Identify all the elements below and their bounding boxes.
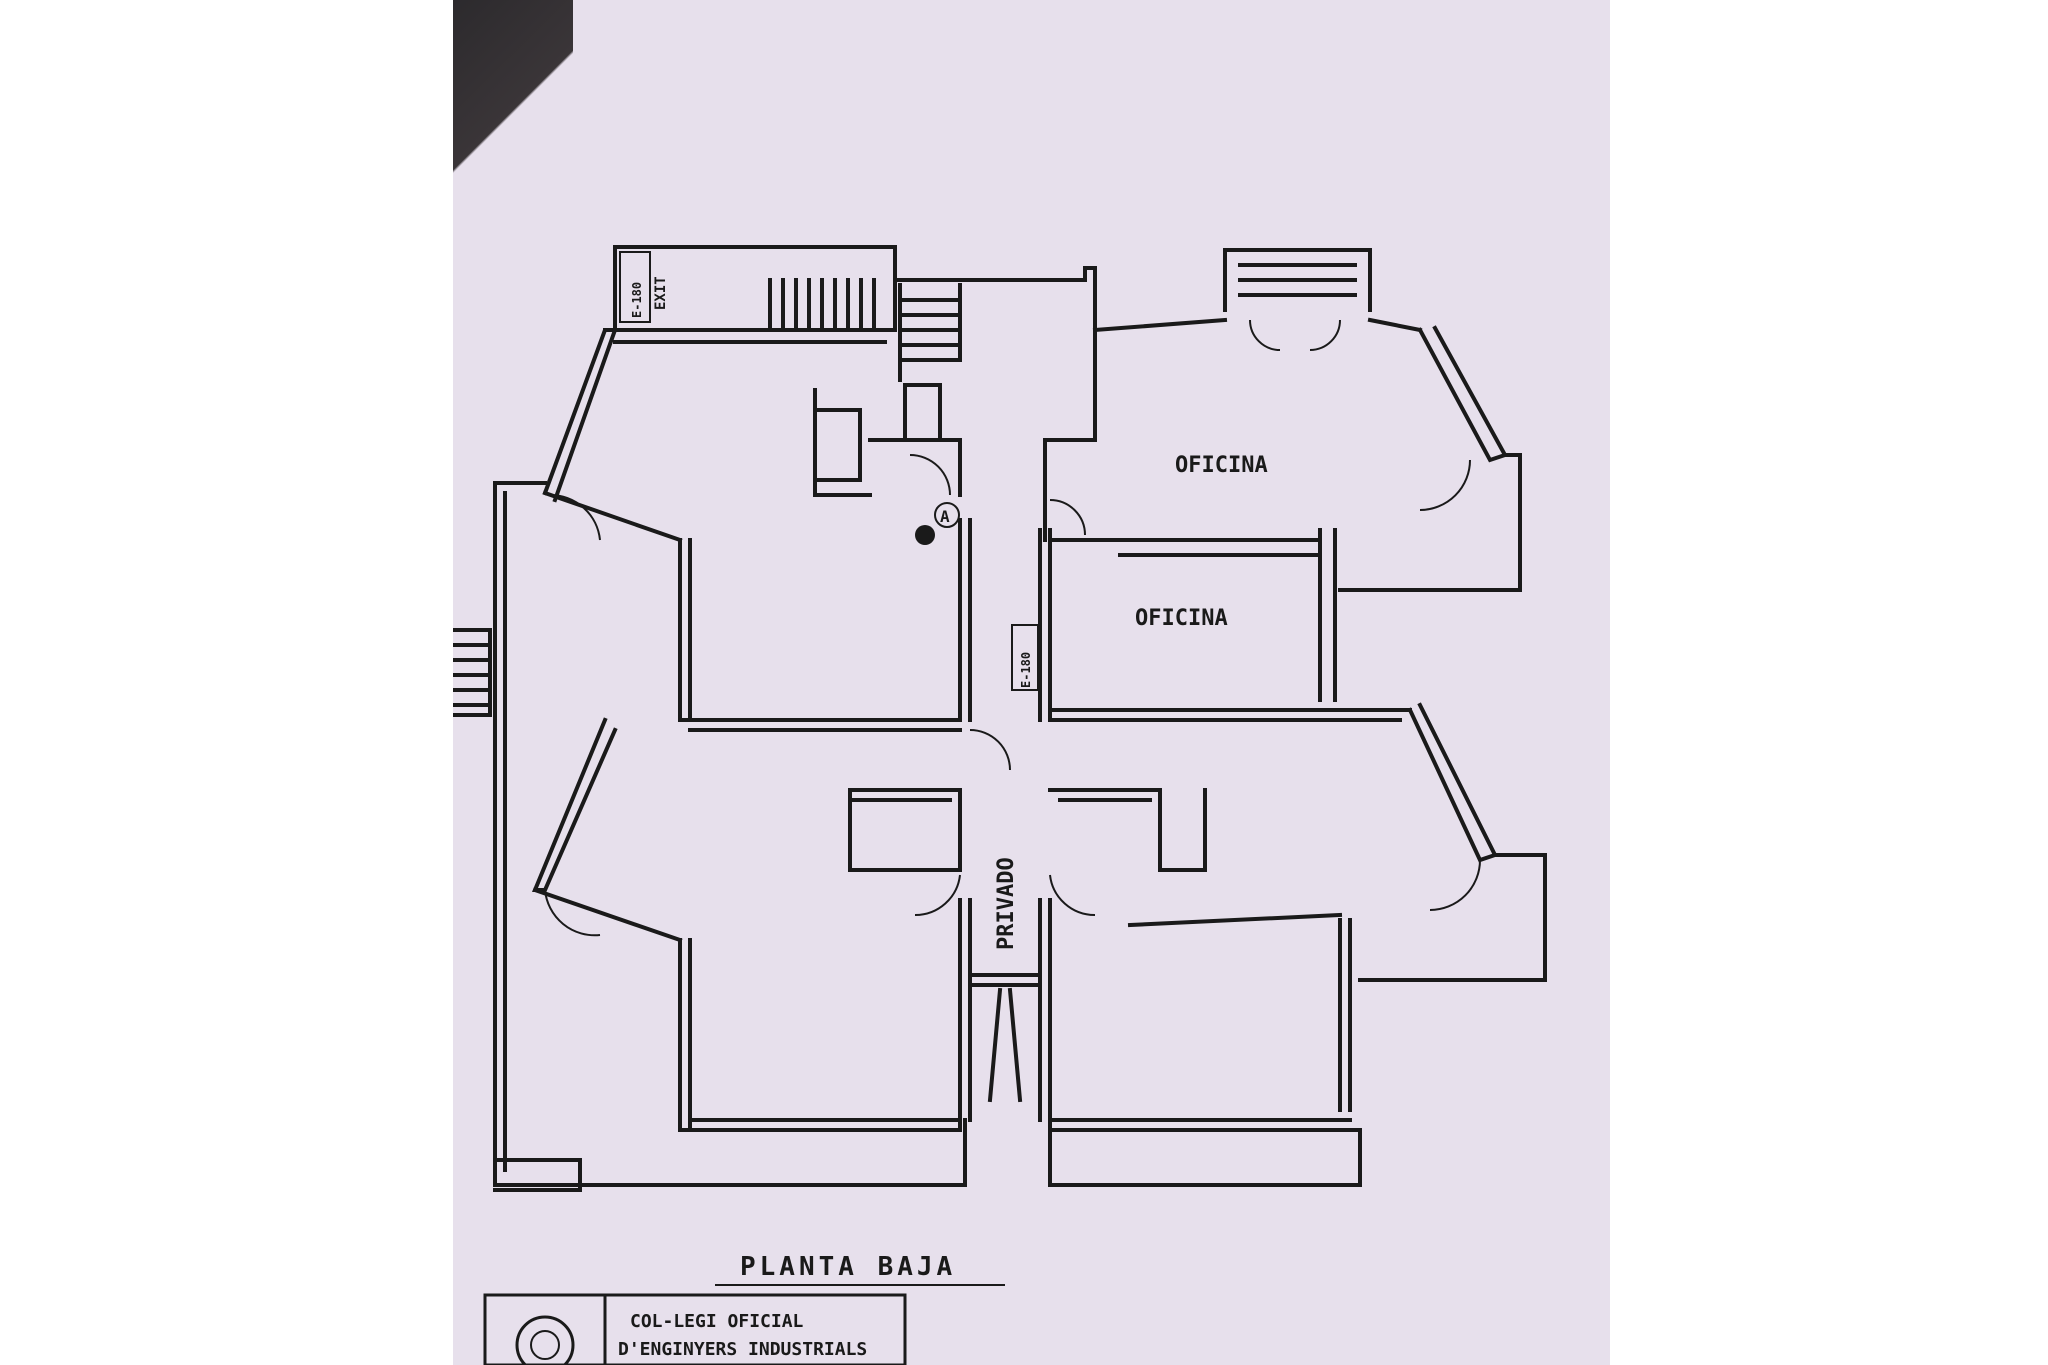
door-swing-3 xyxy=(1049,499,1086,536)
utility-box xyxy=(903,383,942,442)
wall-left-outer xyxy=(493,481,967,1187)
stairs-top-left xyxy=(768,278,876,332)
wall-top-left-lower xyxy=(542,490,683,543)
wall-wc-left xyxy=(868,438,962,497)
wall-right-inner xyxy=(1338,918,1352,1112)
wall-right-ext-bottom xyxy=(1048,1128,1362,1187)
wall-balcony-top xyxy=(1223,248,1372,312)
wall-corridor-right-low xyxy=(1038,898,1052,1132)
wall-left-wing2-low xyxy=(532,887,692,1132)
wall-closet-left2 xyxy=(848,788,962,872)
exit-code-mid: E-180 xyxy=(1019,652,1033,688)
wall-corridor-left-low xyxy=(958,898,972,1132)
wall-top-right-left xyxy=(1043,328,1097,542)
door-swing-7 xyxy=(544,889,601,937)
marker-circle xyxy=(934,502,960,528)
marker-label: A xyxy=(940,507,950,526)
seal-emblem xyxy=(515,1315,575,1365)
exit-sign-mid xyxy=(1011,624,1039,691)
room-label-office-mid: OFICINA xyxy=(1135,606,1228,631)
plan-title: PLANTA BAJA xyxy=(740,1252,956,1282)
seal-box xyxy=(483,1293,907,1365)
door-swing-4 xyxy=(1419,459,1471,511)
wall-corridor-right-top xyxy=(1043,438,1097,497)
stair-box xyxy=(893,260,1097,442)
door-swing-5 xyxy=(1249,319,1341,351)
corridor-end xyxy=(968,973,1042,987)
wall-mid-left-vert xyxy=(678,538,692,722)
wall-top-left-wing xyxy=(542,328,618,503)
wall-right-divider xyxy=(1127,912,1343,928)
wall-right-bottom xyxy=(1048,1118,1362,1132)
seal-line-2: D'ENGINYERS INDUSTRIALS xyxy=(618,1339,867,1360)
paper-shadow-corner xyxy=(453,0,573,220)
column-dot xyxy=(915,525,935,545)
seal-line-1: COL-LEGI OFICIAL xyxy=(630,1311,804,1332)
wall-left-stair xyxy=(453,628,492,717)
door-swing-6 xyxy=(969,729,1011,771)
door-swing-10 xyxy=(1429,859,1481,911)
exit-label-top: EXIT xyxy=(653,276,669,310)
wall-closet-right2 xyxy=(1048,788,1207,872)
wall-office-mid-right xyxy=(1318,528,1337,702)
wall-right-wing2 xyxy=(1407,702,1498,863)
stair-left xyxy=(453,643,492,707)
door-swing-1 xyxy=(549,493,601,541)
wall-top-right-slant xyxy=(1417,325,1508,463)
door-swing-2 xyxy=(909,454,951,496)
corridor-exit-door xyxy=(987,987,1023,1103)
wall-right-balcony2 xyxy=(1358,853,1547,982)
wall-closet-left xyxy=(813,388,872,497)
door-swing-8 xyxy=(914,874,961,917)
wall-exit-box xyxy=(613,245,897,332)
exit-code-top: E-180 xyxy=(630,282,644,318)
wall-top-right xyxy=(1092,317,1423,333)
wall-balcony-rails xyxy=(1238,263,1357,297)
wall-corridor-left xyxy=(958,518,972,722)
seal-emblem-inner xyxy=(530,1330,560,1360)
wall-row1-bottom xyxy=(678,718,962,732)
blueprint-sheet xyxy=(453,0,1610,1365)
wall-right-balcony xyxy=(1338,453,1522,592)
door-swing-9 xyxy=(1049,874,1096,917)
room-label-corridor: PRIVADO xyxy=(994,857,1019,950)
wall-office-mid-top xyxy=(1048,538,1322,557)
exit-sign-top xyxy=(619,251,651,323)
wall-office-mid-bottom xyxy=(1048,708,1412,722)
room-label-office-top: OFICINA xyxy=(1175,453,1268,478)
wall-left-ext-bottom xyxy=(493,1158,582,1192)
stairs-center xyxy=(898,283,962,382)
wall-left-wing2 xyxy=(532,717,618,892)
wall-left-bottom xyxy=(678,1118,962,1132)
wall-corridor-right xyxy=(1038,528,1052,722)
